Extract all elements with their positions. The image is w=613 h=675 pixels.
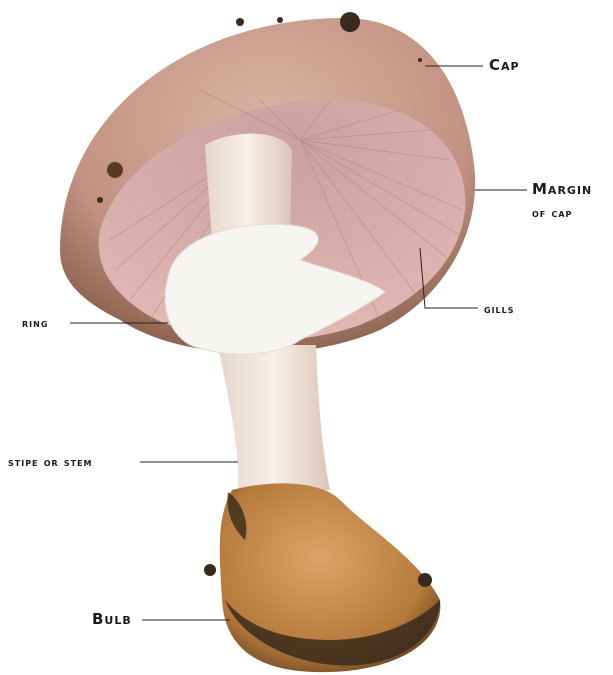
stem-shape	[218, 345, 330, 495]
margin-of-cap-label-line2: of cap	[532, 206, 572, 220]
cap-label: Cap	[489, 58, 520, 72]
bulb-shape	[204, 483, 440, 672]
stipe-or-stem-label: stipe or stem	[8, 455, 92, 469]
ring-label: ring	[22, 316, 48, 330]
gills-label: gills	[484, 302, 515, 316]
bulb-label: Bulb	[92, 612, 132, 626]
margin-of-cap-label-line1: Margin	[532, 182, 592, 196]
